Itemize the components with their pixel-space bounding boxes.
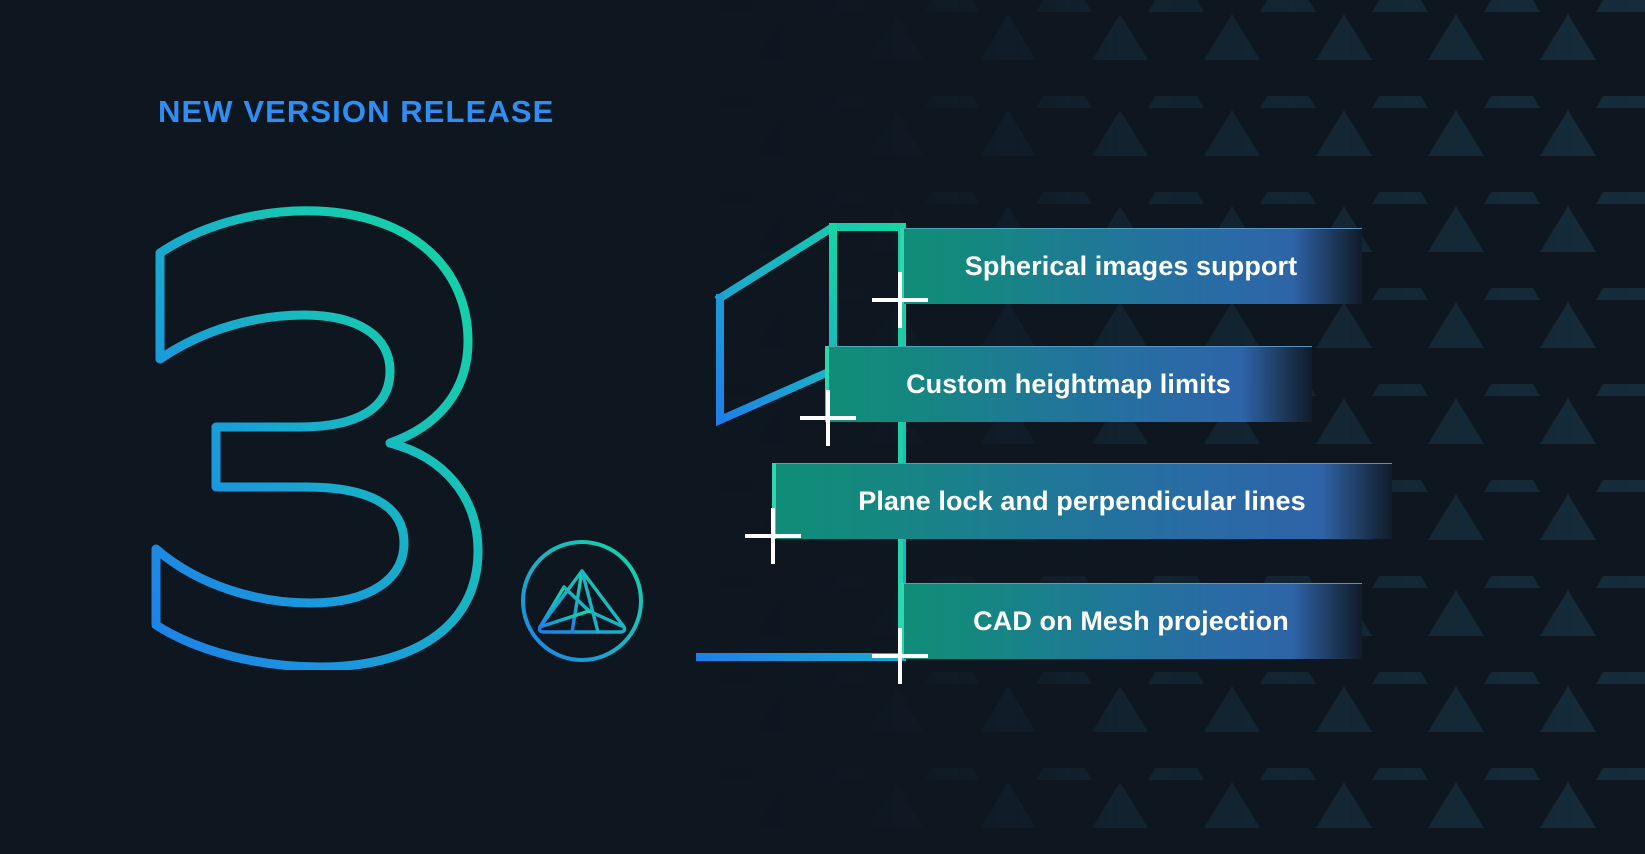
- feature-bar[interactable]: Spherical images support: [900, 228, 1362, 304]
- feature-label: Plane lock and perpendicular lines: [858, 486, 1306, 516]
- feature-bar[interactable]: Plane lock and perpendicular lines: [772, 463, 1392, 539]
- feature-label: Custom heightmap limits: [906, 369, 1231, 399]
- feature-bar[interactable]: Custom heightmap limits: [825, 346, 1312, 422]
- feature-bar[interactable]: CAD on Mesh projection: [900, 583, 1362, 659]
- feature-label: Spherical images support: [964, 251, 1298, 281]
- feature-label: CAD on Mesh projection: [973, 606, 1289, 636]
